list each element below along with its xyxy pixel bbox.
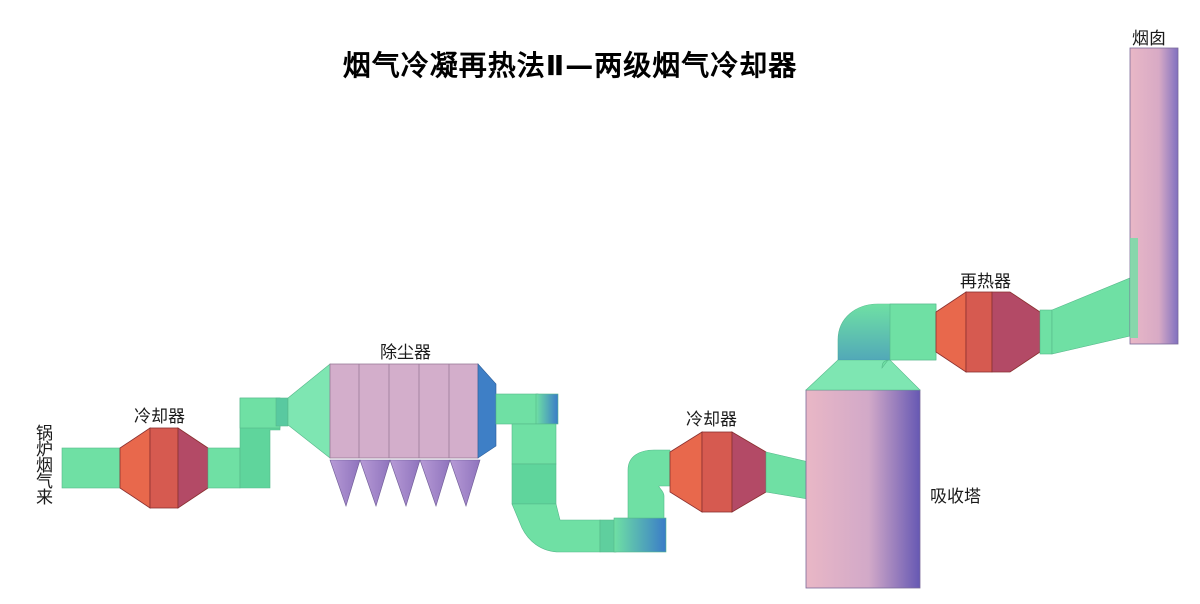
label-dust-collector: 除尘器 bbox=[380, 343, 431, 363]
duct-cooler1-to-dust bbox=[207, 397, 289, 489]
duct-reheater-to-chimney bbox=[1039, 277, 1131, 355]
reheater bbox=[935, 291, 1041, 373]
cooler-1 bbox=[119, 427, 209, 509]
label-absorber: 吸收塔 bbox=[930, 487, 981, 507]
inlet-duct bbox=[61, 447, 121, 489]
label-boiler-flue-gas: 锅炉烟气来 bbox=[32, 424, 52, 504]
duct-dust-to-cooler2 bbox=[495, 393, 671, 553]
absorber-tower bbox=[805, 357, 921, 589]
label-reheater: 再热器 bbox=[960, 272, 1011, 292]
label-cooler-1: 冷却器 bbox=[134, 407, 185, 427]
chimney bbox=[1129, 47, 1179, 345]
dust-hoppers bbox=[329, 459, 481, 507]
label-cooler-2: 冷却器 bbox=[686, 410, 737, 430]
duct-absorber-to-reheater bbox=[837, 303, 937, 369]
label-chimney: 烟囱 bbox=[1132, 29, 1166, 49]
dust-collector bbox=[287, 363, 497, 507]
cooler-2 bbox=[669, 431, 767, 513]
diagram-title: 烟气冷凝再热法Ⅱ—两级烟气冷却器 bbox=[342, 49, 798, 82]
